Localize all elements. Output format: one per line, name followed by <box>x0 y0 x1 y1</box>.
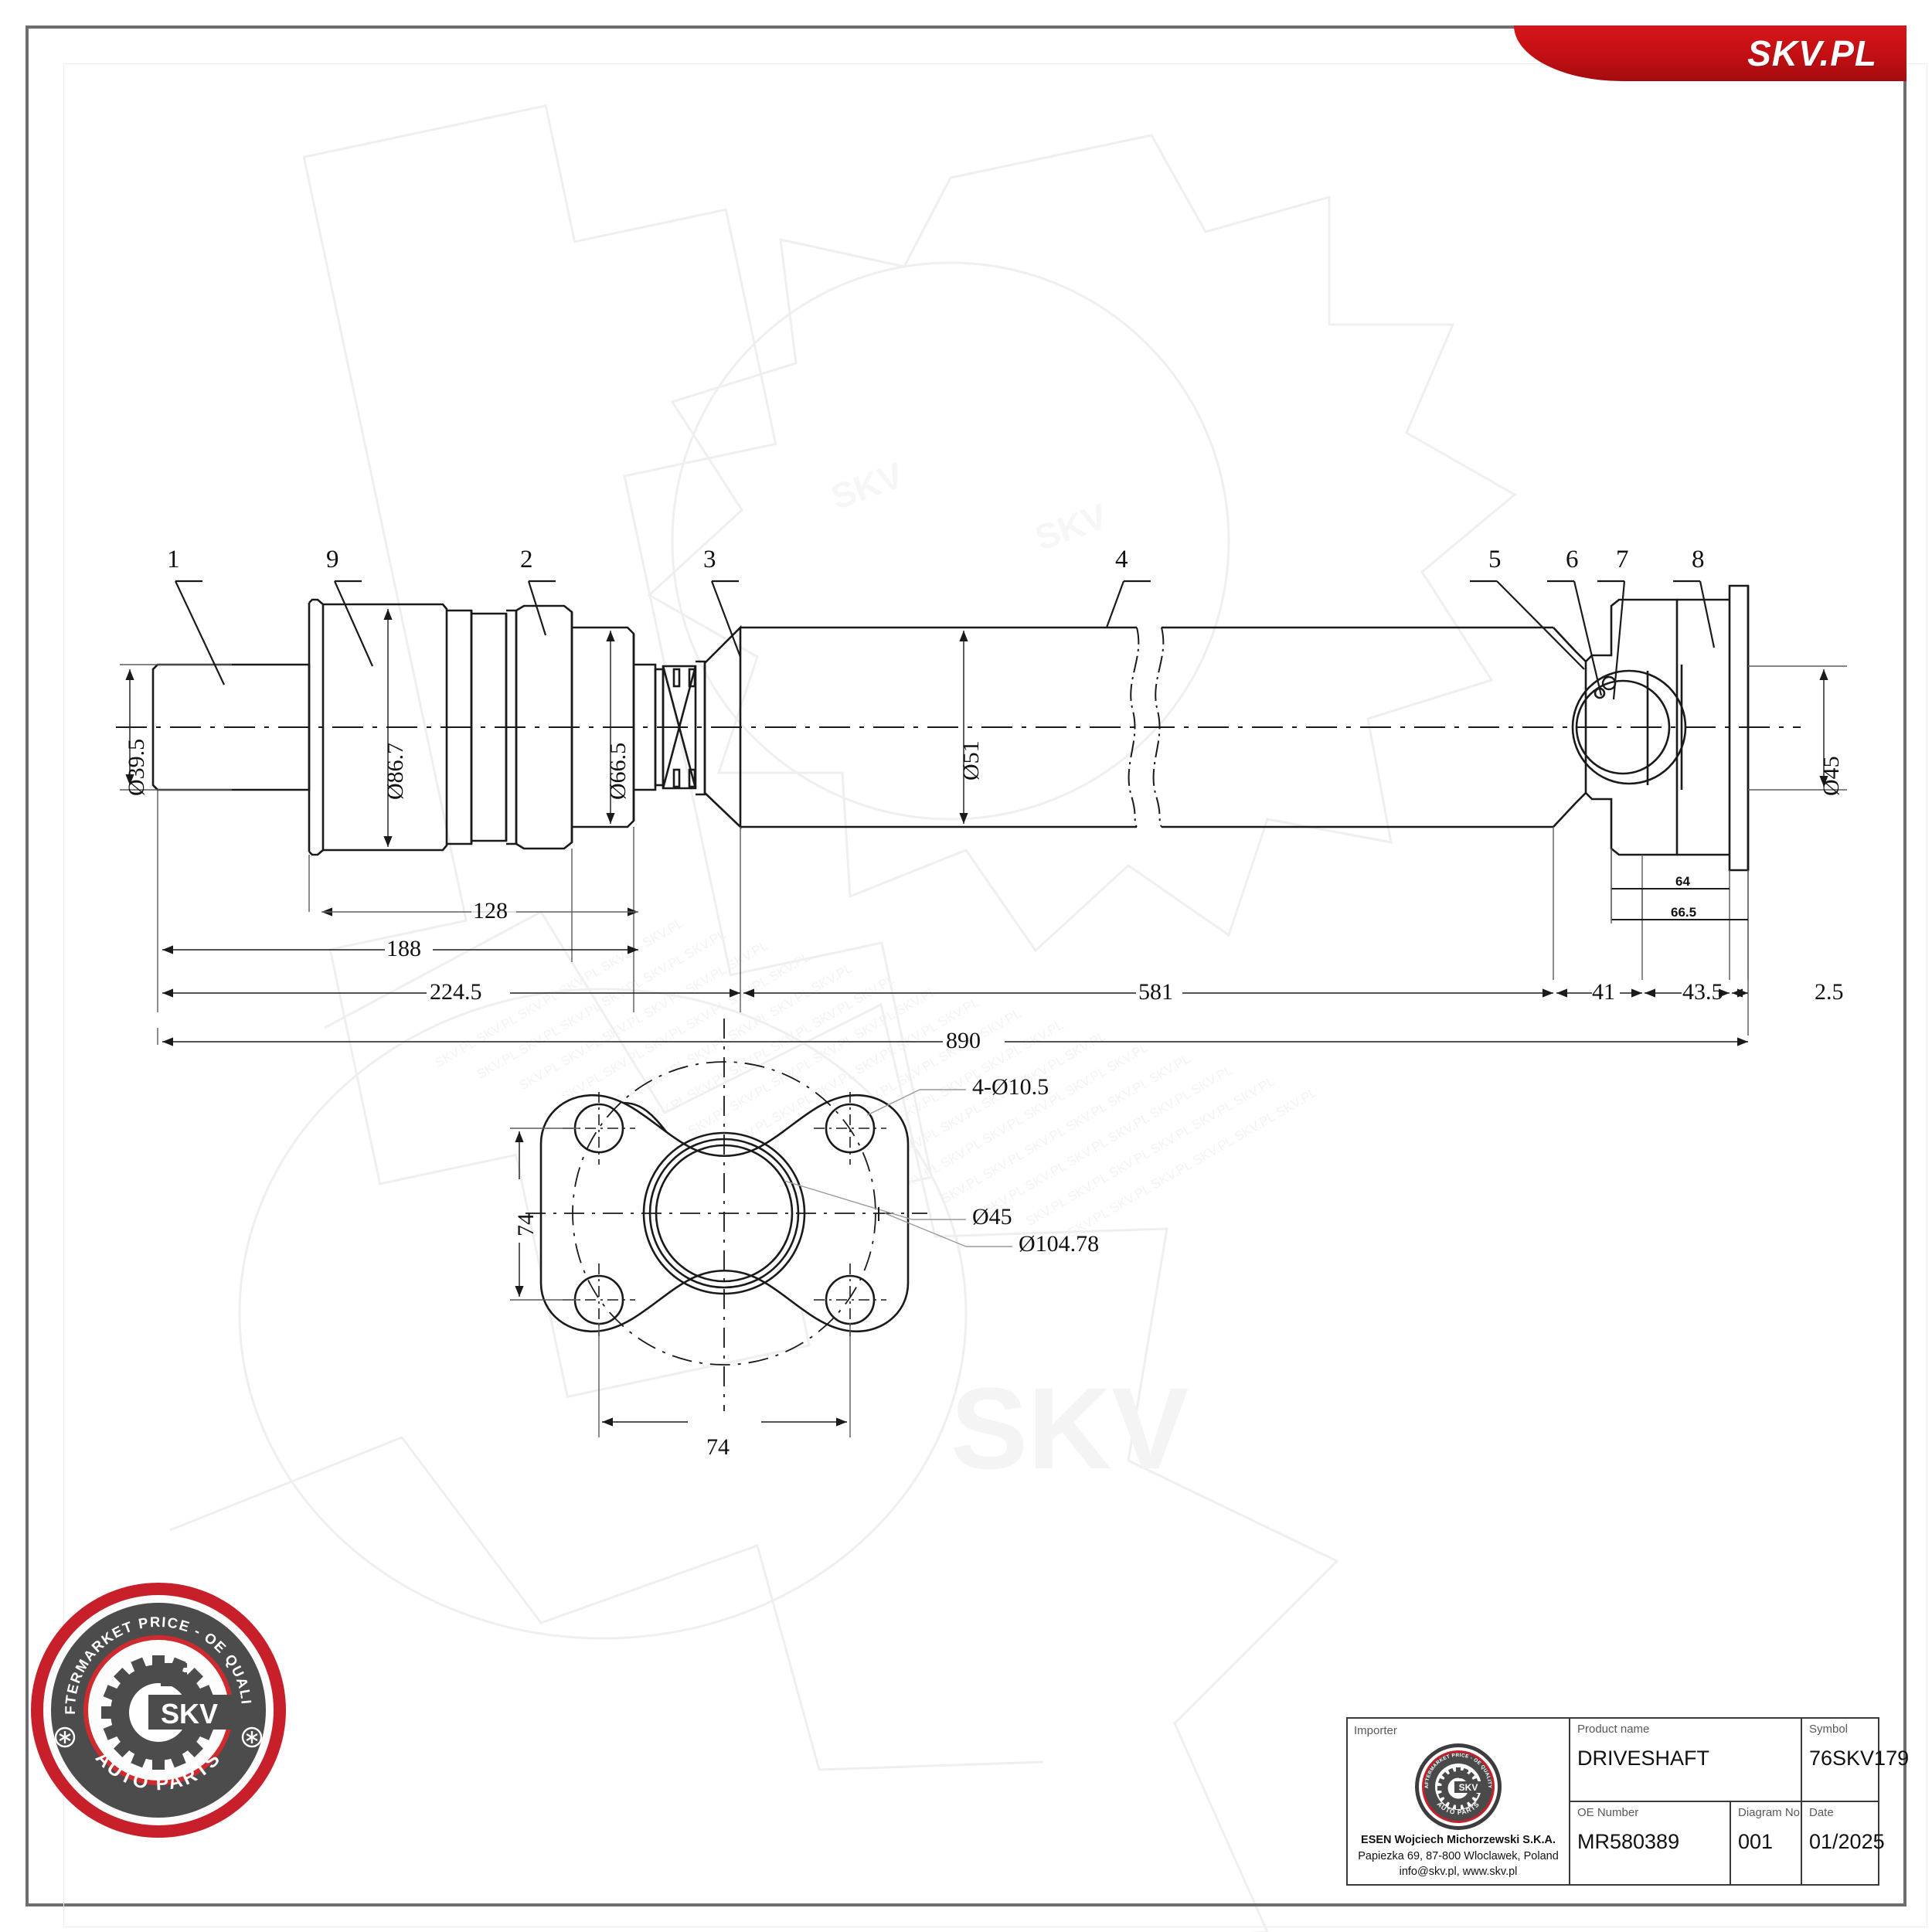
badge-art: AFTERMARKET PRICE - OE QUALITY AUTO PART… <box>31 1583 263 1794</box>
flange-bore-label: Ø45 <box>972 1204 1012 1230</box>
oe-number-label: OE Number <box>1577 1806 1639 1819</box>
date-value: 01/2025 <box>1809 1830 1885 1853</box>
callout-8: 8 <box>1692 546 1705 573</box>
badge-center-text: SKV <box>161 1698 218 1730</box>
callout-3: 3 <box>703 546 716 573</box>
dimension-188: 188 <box>386 936 421 961</box>
title-block: Importer AFTERMARKET PRICE - OE QUALITY … <box>1346 1717 1909 1886</box>
callout-5: 5 <box>1488 546 1502 573</box>
dimension-d51: Ø51 <box>958 740 984 781</box>
product-name-cell: Product name DRIVESHAFT <box>1570 1719 1802 1801</box>
oe-number-cell: OE Number MR580389 <box>1570 1802 1731 1884</box>
dimension-d39-5: Ø39.5 <box>124 738 149 796</box>
dimension-d45-flange: Ø45 <box>1818 756 1844 796</box>
brand-label: SKV.PL <box>1747 33 1877 73</box>
date-label: Date <box>1809 1806 1834 1819</box>
dimension-581: 581 <box>1138 979 1173 1005</box>
date-cell: Date 01/2025 <box>1802 1802 1885 1884</box>
importer-address-block: ESEN Wojciech Michorzewski S.K.A. Papiez… <box>1348 1832 1569 1880</box>
skv-logo: AFTERMARKET PRICE - OE QUALITY AUTO PART… <box>1415 1743 1502 1830</box>
dimension-128: 128 <box>473 898 508 923</box>
diagram-no-value: 001 <box>1738 1830 1774 1853</box>
title-block-row-1: Product name DRIVESHAFT Symbol 76SKV179 <box>1570 1719 1909 1802</box>
dimension-d86-7: Ø86.7 <box>383 742 408 800</box>
callout-4: 4 <box>1115 546 1128 573</box>
callout-7: 7 <box>1616 546 1629 573</box>
page-frame-inner <box>63 63 1927 1927</box>
importer-address: Papiezka 69, 87-800 Wloclawek, Poland <box>1358 1849 1559 1862</box>
dimension-890: 890 <box>946 1028 981 1053</box>
flange-width-label: 74 <box>706 1434 730 1460</box>
callout-1: 1 <box>167 546 180 573</box>
skv-logo-art: AFTERMARKET PRICE - OE QUALITY AUTO PART… <box>1424 1753 1492 1816</box>
symbol-label: Symbol <box>1809 1723 1849 1736</box>
flange-holes-label: 4-Ø10.5 <box>972 1074 1049 1100</box>
brand-banner: SKV.PL <box>1514 26 1906 81</box>
importer-name: ESEN Wojciech Michorzewski S.K.A. <box>1361 1834 1556 1847</box>
oe-number-value: MR580389 <box>1577 1830 1680 1853</box>
flange-pcd-label: Ø104.78 <box>1019 1231 1100 1257</box>
page-frame <box>26 26 1927 1927</box>
title-block-importer: Importer AFTERMARKET PRICE - OE QUALITY … <box>1348 1719 1570 1884</box>
product-name-value: DRIVESHAFT <box>1577 1747 1710 1770</box>
callout-6: 6 <box>1566 546 1579 573</box>
title-block-fields: Product name DRIVESHAFT Symbol 76SKV179 … <box>1570 1719 1909 1884</box>
flange-height-label: 74 <box>513 1213 539 1236</box>
svg-text:SKV: SKV <box>1459 1782 1478 1793</box>
dimension-224-5: 224.5 <box>430 979 482 1005</box>
dimension-64: 64 <box>1675 874 1690 889</box>
diagram-no-cell: Diagram No 001 <box>1731 1802 1802 1884</box>
importer-label: Importer <box>1354 1724 1397 1737</box>
product-name-label: Product name <box>1577 1723 1650 1736</box>
dimension-66-5: 66.5 <box>1671 905 1697 920</box>
symbol-cell: Symbol 76SKV179 <box>1802 1719 1909 1801</box>
dimension-2-5: 2.5 <box>1815 979 1844 1005</box>
callout-9: 9 <box>326 546 339 573</box>
skv-quality-badge: AFTERMARKET PRICE - OE QUALITY AUTO PART… <box>31 1583 286 1838</box>
title-block-row-2: OE Number MR580389 Diagram No 001 Date 0… <box>1570 1802 1885 1884</box>
diagram-no-label: Diagram No <box>1738 1806 1801 1819</box>
dimension-41: 41 <box>1592 979 1615 1005</box>
callout-2: 2 <box>520 546 533 573</box>
symbol-value: 76SKV179 <box>1809 1747 1910 1770</box>
importer-contact: info@skv.pl, www.skv.pl <box>1399 1866 1518 1879</box>
dimension-d66-5: Ø66.5 <box>605 742 631 800</box>
dimension-43-5: 43.5 <box>1682 979 1723 1005</box>
